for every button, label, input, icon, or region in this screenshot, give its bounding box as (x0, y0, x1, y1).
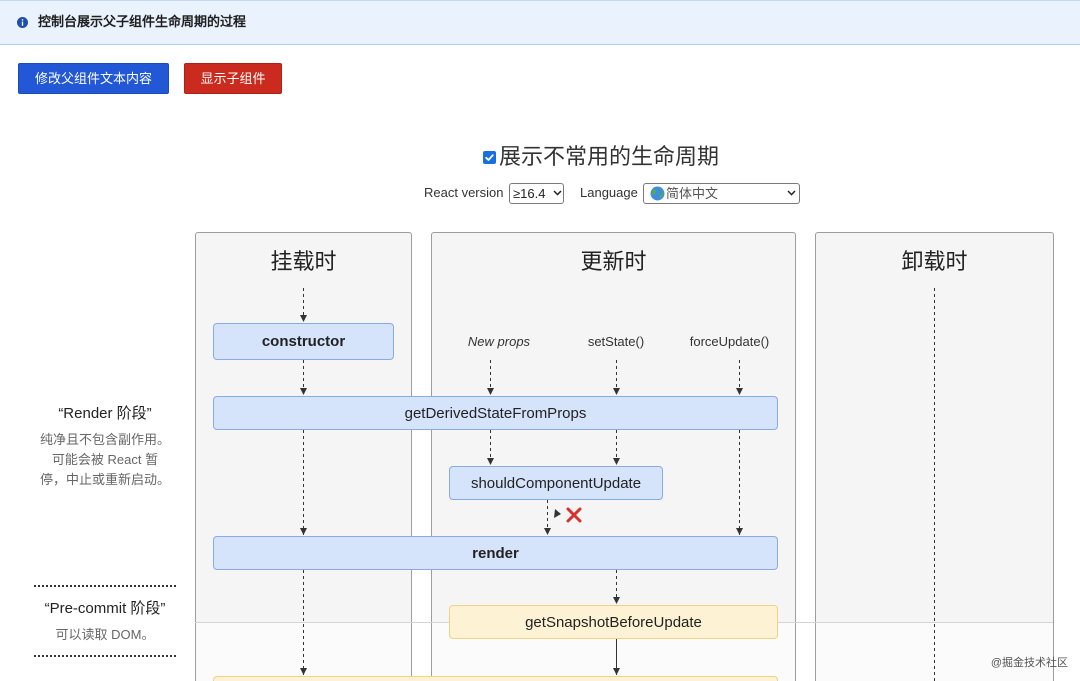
blocked-arrow-head (554, 509, 561, 518)
render-phase-desc-line: 纯净且不包含副作用。 (39, 432, 170, 447)
render-phase-title: “Render 阶段” (58, 405, 152, 422)
phase-separator (34, 655, 176, 657)
render-phase-label: “Render 阶段” 纯净且不包含副作用。 可能会被 React 暂 停，中止… (28, 405, 182, 490)
method-constructor[interactable]: constructor (213, 323, 394, 360)
info-banner: 控制台展示父子组件生命周期的过程 (0, 0, 1080, 45)
chevron-down-icon (787, 190, 796, 196)
method-get-derived-state-from-props[interactable]: getDerivedStateFromProps (213, 396, 778, 430)
mounting-column-title: 挂载时 (270, 249, 337, 274)
trigger-force-update: forceUpdate() (689, 334, 770, 349)
unmounting-column-title: 卸载时 (901, 249, 968, 274)
trigger-set-state: setState() (587, 334, 645, 349)
language-value: 简体中文 (666, 186, 719, 201)
render-phase-desc-line: 停，中止或重新启动。 (39, 472, 170, 487)
chevron-down-icon (553, 190, 562, 196)
info-icon (17, 17, 28, 28)
commit-phase-method-box[interactable] (213, 676, 778, 681)
show-child-button[interactable]: 显示子组件 (184, 63, 282, 94)
pre-commit-phase-desc-line: 可以读取 DOM。 (55, 627, 155, 642)
show-uncommon-label: 展示不常用的生命周期 (499, 144, 720, 169)
phase-separator (34, 585, 176, 587)
checkmark-icon (485, 154, 494, 161)
globe-icon (650, 186, 665, 201)
method-should-component-update[interactable]: shouldComponentUpdate (449, 466, 663, 500)
pre-commit-phase-title: “Pre-commit 阶段” (44, 600, 166, 617)
trigger-new-props: New props (467, 334, 531, 349)
method-get-snapshot-before-update[interactable]: getSnapshotBeforeUpdate (449, 605, 778, 639)
banner-text: 控制台展示父子组件生命周期的过程 (38, 14, 247, 29)
method-render[interactable]: render (213, 536, 778, 570)
react-version-select[interactable]: ≥16.4 (509, 183, 564, 204)
react-version-value: ≥16.4 (513, 186, 546, 201)
language-label: Language (580, 185, 638, 200)
react-version-label: React version (424, 185, 504, 200)
language-select[interactable]: 简体中文 (643, 183, 800, 204)
watermark: @掘金技术社区 (990, 657, 1068, 669)
show-uncommon-checkbox[interactable] (483, 151, 496, 164)
updating-column-title: 更新时 (580, 249, 647, 274)
edit-parent-text-button[interactable]: 修改父组件文本内容 (18, 63, 169, 94)
render-phase-desc-line: 可能会被 React 暂 (51, 452, 159, 467)
cross-icon (566, 507, 582, 523)
pre-commit-phase-label: “Pre-commit 阶段” 可以读取 DOM。 (28, 600, 182, 645)
